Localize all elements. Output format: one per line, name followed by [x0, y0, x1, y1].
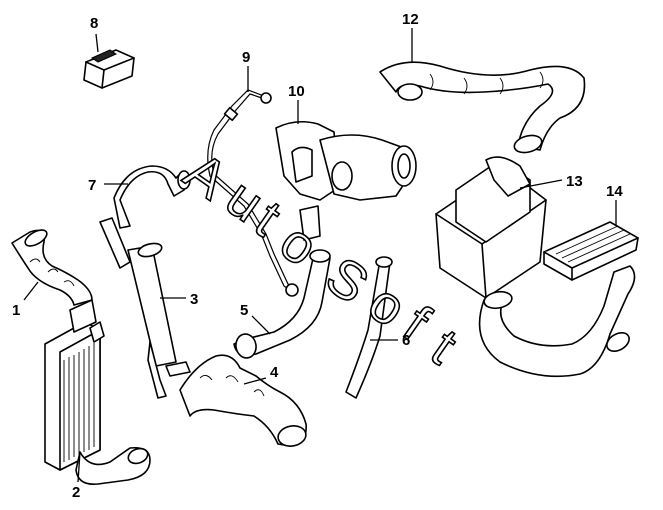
- part-14-filter: [543, 221, 639, 281]
- part-5-hose: [233, 249, 331, 359]
- part-12-hose: [379, 61, 586, 154]
- callout-14: 14: [606, 183, 623, 200]
- leader-lines: [23, 28, 617, 483]
- callout-10: 10: [288, 83, 305, 100]
- part-1-hose: [11, 229, 93, 306]
- part-7-hose: [113, 165, 191, 229]
- callout-6: 6: [402, 332, 410, 349]
- part-13-airbox: [435, 156, 636, 378]
- callout-9: 9: [242, 49, 250, 66]
- callout-2: 2: [72, 484, 80, 501]
- part-3-pipe: [99, 217, 191, 399]
- part-4-hose: [179, 354, 307, 447]
- part-9-pipe: [207, 89, 299, 297]
- callout-3: 3: [190, 291, 198, 308]
- part-2-intercooler: [44, 299, 151, 486]
- callout-7: 7: [88, 177, 96, 194]
- callout-5: 5: [240, 302, 248, 319]
- part-10-valve: [275, 120, 417, 241]
- part-8-connector: [83, 49, 135, 89]
- callout-13: 13: [566, 173, 583, 190]
- callout-8: 8: [90, 15, 98, 32]
- callout-labels: 1 2 3 4 5 6 7 8 9 10 12 13 14: [12, 11, 623, 501]
- callout-12: 12: [402, 11, 419, 28]
- callout-1: 1: [12, 302, 20, 319]
- watermark-char-8: t: [421, 318, 468, 376]
- callout-4: 4: [270, 364, 279, 381]
- part-6-hose: [345, 256, 393, 399]
